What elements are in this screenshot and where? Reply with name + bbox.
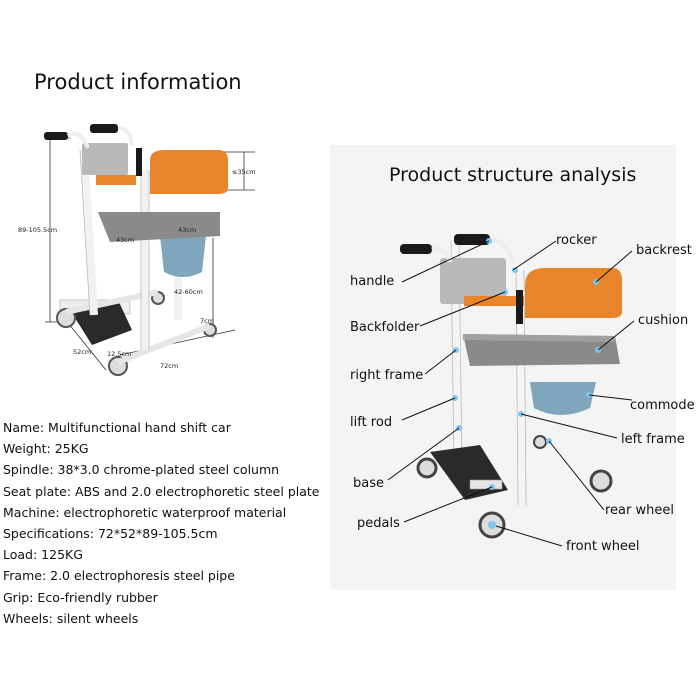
label-backrest: backrest (636, 243, 692, 258)
dimension-seat-depth: 43cm (178, 226, 197, 234)
label-rear-wheel: rear wheel (605, 503, 674, 518)
dimension-seat-height: 42-60cm (174, 288, 203, 296)
dimension-width: 52cm (73, 348, 92, 356)
structure-panel (330, 145, 676, 590)
dimension-wheel: 7cm (200, 317, 215, 325)
label-right-frame: right frame (350, 368, 424, 383)
spec-item: Machine: electrophoretic waterproof mate… (3, 504, 287, 520)
label-commode: commode (630, 398, 695, 413)
label-cushion: cushion (638, 313, 689, 328)
spec-item: Wheels: silent wheels (3, 610, 139, 626)
structure-title: Product structure analysis (389, 164, 637, 186)
label-lift-rod: lift rod (350, 415, 393, 430)
spec-list: Name: Multifunctional hand shift car Wei… (3, 417, 319, 629)
dimension-seat-width: 43cm (116, 236, 135, 244)
label-rocker: rocker (556, 233, 597, 248)
label-left-frame: left frame (621, 432, 685, 447)
label-backfolder: Backfolder (350, 320, 420, 335)
spec-item: Weight: 25KG (3, 441, 89, 457)
label-handle: handle (350, 274, 395, 289)
spec-item: Load: 125KG (3, 547, 83, 563)
spec-item: Name: Multifunctional hand shift car (3, 420, 231, 435)
spec-item: Specifications: 72*52*89-105.5cm (3, 526, 218, 542)
dimension-backrest-depth: ≤35cm (232, 168, 256, 176)
label-front-wheel: front wheel (566, 539, 640, 554)
product-info-title: Product information (34, 70, 242, 94)
spec-item: Grip: Eco-friendly rubber (3, 589, 158, 605)
spec-item: Spindle: 38*3.0 chrome-plated steel colu… (3, 462, 280, 478)
spec-item: Frame: 2.0 electrophoresis steel pipe (3, 568, 235, 584)
dimension-height: 89-105.5cm (18, 226, 58, 234)
label-base: base (353, 476, 384, 491)
dimension-pedal: 12.5cm (107, 350, 132, 358)
label-pedals: pedals (357, 516, 400, 531)
spec-item: Seat plate: ABS and 2.0 electrophoretic … (3, 483, 320, 499)
dimension-length: 72cm (160, 362, 179, 370)
